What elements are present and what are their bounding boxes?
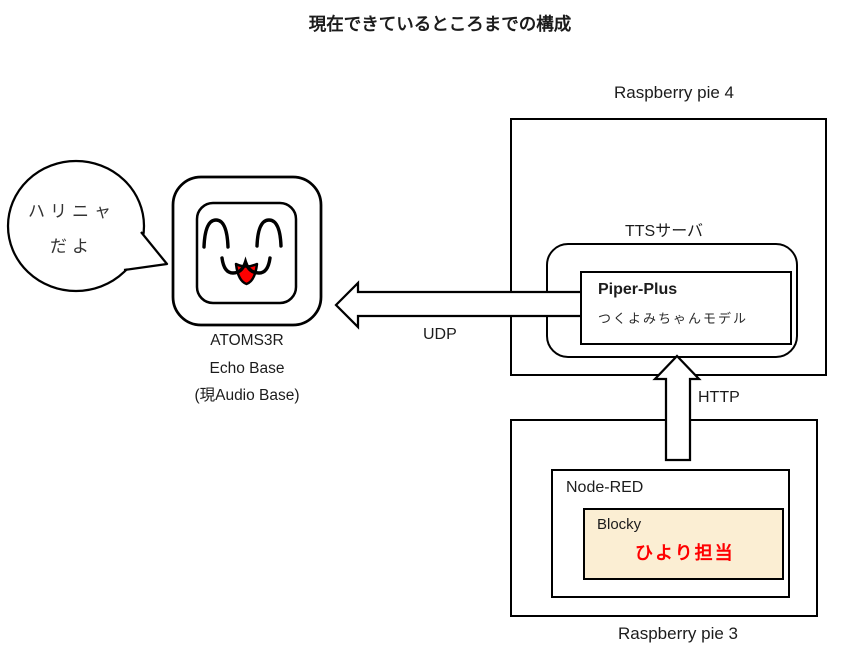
tsukuyomi-model-label: つくよみちゃんモデル bbox=[598, 311, 749, 326]
device-name: ATOMS3R bbox=[210, 332, 284, 349]
right-eye bbox=[255, 218, 283, 248]
udp-link-label: UDP bbox=[423, 326, 457, 343]
speech-bubble-line2: だよ bbox=[50, 237, 94, 256]
tongue bbox=[234, 262, 259, 286]
hiyori-owner-label: ひより担当 bbox=[635, 543, 735, 563]
device-label: ATOMS3R Echo Base (現Audio Base) bbox=[194, 327, 299, 410]
blocky-label: Blocky bbox=[597, 516, 642, 533]
raspberry-pie-4-label: Raspberry pie 4 bbox=[613, 83, 735, 102]
raspberry-pie-3-label: Raspberry pie 3 bbox=[617, 624, 739, 643]
node-red-box: Node-RED Blocky ひより担当 bbox=[551, 469, 790, 598]
left-eye bbox=[202, 218, 230, 249]
piper-plus-box: Piper-Plus つくよみちゃんモデル bbox=[580, 271, 792, 345]
node-red-label: Node-RED bbox=[566, 479, 644, 496]
device-product: Echo Base bbox=[209, 359, 285, 377]
speech-bubble-text: ハリニャ だよ bbox=[28, 194, 116, 264]
mouth bbox=[220, 256, 272, 275]
speech-bubble-line1: ハリニャ bbox=[28, 202, 116, 221]
device-note: (現Audio Base) bbox=[194, 387, 300, 404]
blocky-box: Blocky ひより担当 bbox=[583, 508, 784, 580]
tts-server-label: TTSサーバ bbox=[624, 223, 704, 240]
http-link-label: HTTP bbox=[698, 389, 740, 406]
piper-plus-label: Piper-Plus bbox=[598, 281, 678, 298]
diagram-title: 現在できているところまでの構成 bbox=[308, 14, 572, 34]
smiling-cat-face-icon bbox=[171, 175, 323, 327]
raspberry-pie-3-box: Node-RED Blocky ひより担当 bbox=[510, 419, 818, 617]
